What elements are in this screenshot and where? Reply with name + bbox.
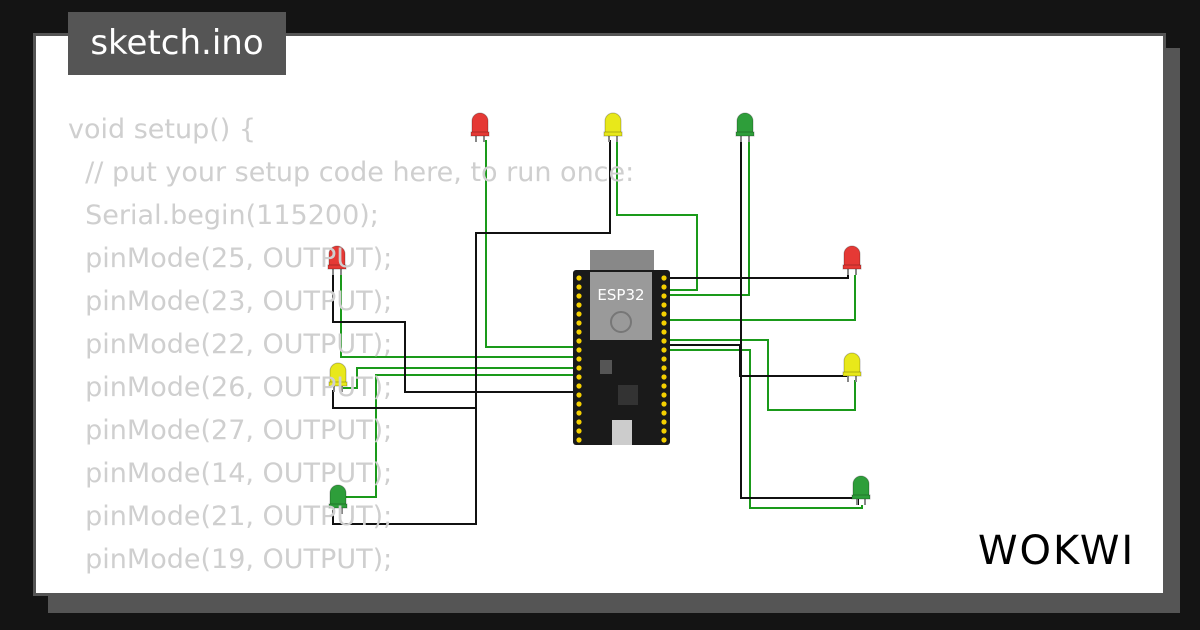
board-pin[interactable] bbox=[576, 320, 582, 326]
board-pin[interactable] bbox=[576, 356, 582, 362]
green-led[interactable] bbox=[851, 475, 871, 505]
board-pin[interactable] bbox=[661, 356, 667, 362]
board-pin[interactable] bbox=[576, 437, 582, 443]
board-pin[interactable] bbox=[576, 302, 582, 308]
board-pin[interactable] bbox=[661, 401, 667, 407]
board-pin[interactable] bbox=[576, 410, 582, 416]
board-pin[interactable] bbox=[661, 275, 667, 281]
yellow-led[interactable] bbox=[842, 352, 862, 382]
board-pin[interactable] bbox=[661, 392, 667, 398]
board-pin[interactable] bbox=[661, 320, 667, 326]
file-tab[interactable]: sketch.ino bbox=[68, 12, 286, 75]
board-pin[interactable] bbox=[661, 383, 667, 389]
green-wires bbox=[340, 140, 863, 509]
board-pin[interactable] bbox=[576, 383, 582, 389]
red-led[interactable] bbox=[327, 245, 347, 275]
board-pin[interactable] bbox=[661, 329, 667, 335]
board-pin[interactable] bbox=[661, 410, 667, 416]
board-pin[interactable] bbox=[576, 374, 582, 380]
green-led[interactable] bbox=[735, 112, 755, 142]
board-pin[interactable] bbox=[576, 392, 582, 398]
board-pin[interactable] bbox=[661, 293, 667, 299]
board-pin[interactable] bbox=[576, 419, 582, 425]
board-label: ESP32 bbox=[597, 286, 644, 304]
esp32-board[interactable]: ESP32 bbox=[573, 250, 670, 445]
board-pin[interactable] bbox=[576, 311, 582, 317]
red-led[interactable] bbox=[470, 112, 490, 142]
red-led[interactable] bbox=[842, 245, 862, 275]
green-led[interactable] bbox=[328, 484, 348, 514]
yellow-led[interactable] bbox=[328, 362, 348, 392]
board-pin[interactable] bbox=[576, 329, 582, 335]
board-pin[interactable] bbox=[661, 428, 667, 434]
board-pin[interactable] bbox=[661, 338, 667, 344]
board-pin[interactable] bbox=[661, 302, 667, 308]
board-pin[interactable] bbox=[576, 428, 582, 434]
board-pin[interactable] bbox=[576, 401, 582, 407]
wokwi-logo: WOKWI bbox=[978, 528, 1136, 574]
board-pin[interactable] bbox=[576, 338, 582, 344]
board-pin[interactable] bbox=[576, 347, 582, 353]
board-pin[interactable] bbox=[661, 284, 667, 290]
board-pin[interactable] bbox=[661, 347, 667, 353]
board-pin[interactable] bbox=[661, 437, 667, 443]
board-pin[interactable] bbox=[576, 284, 582, 290]
board-pin[interactable] bbox=[661, 365, 667, 371]
board-pin[interactable] bbox=[576, 365, 582, 371]
board-pin[interactable] bbox=[661, 374, 667, 380]
board-pin[interactable] bbox=[661, 311, 667, 317]
board-pin[interactable] bbox=[576, 293, 582, 299]
board-pin[interactable] bbox=[661, 419, 667, 425]
board-pin[interactable] bbox=[576, 275, 582, 281]
yellow-led[interactable] bbox=[603, 112, 623, 142]
